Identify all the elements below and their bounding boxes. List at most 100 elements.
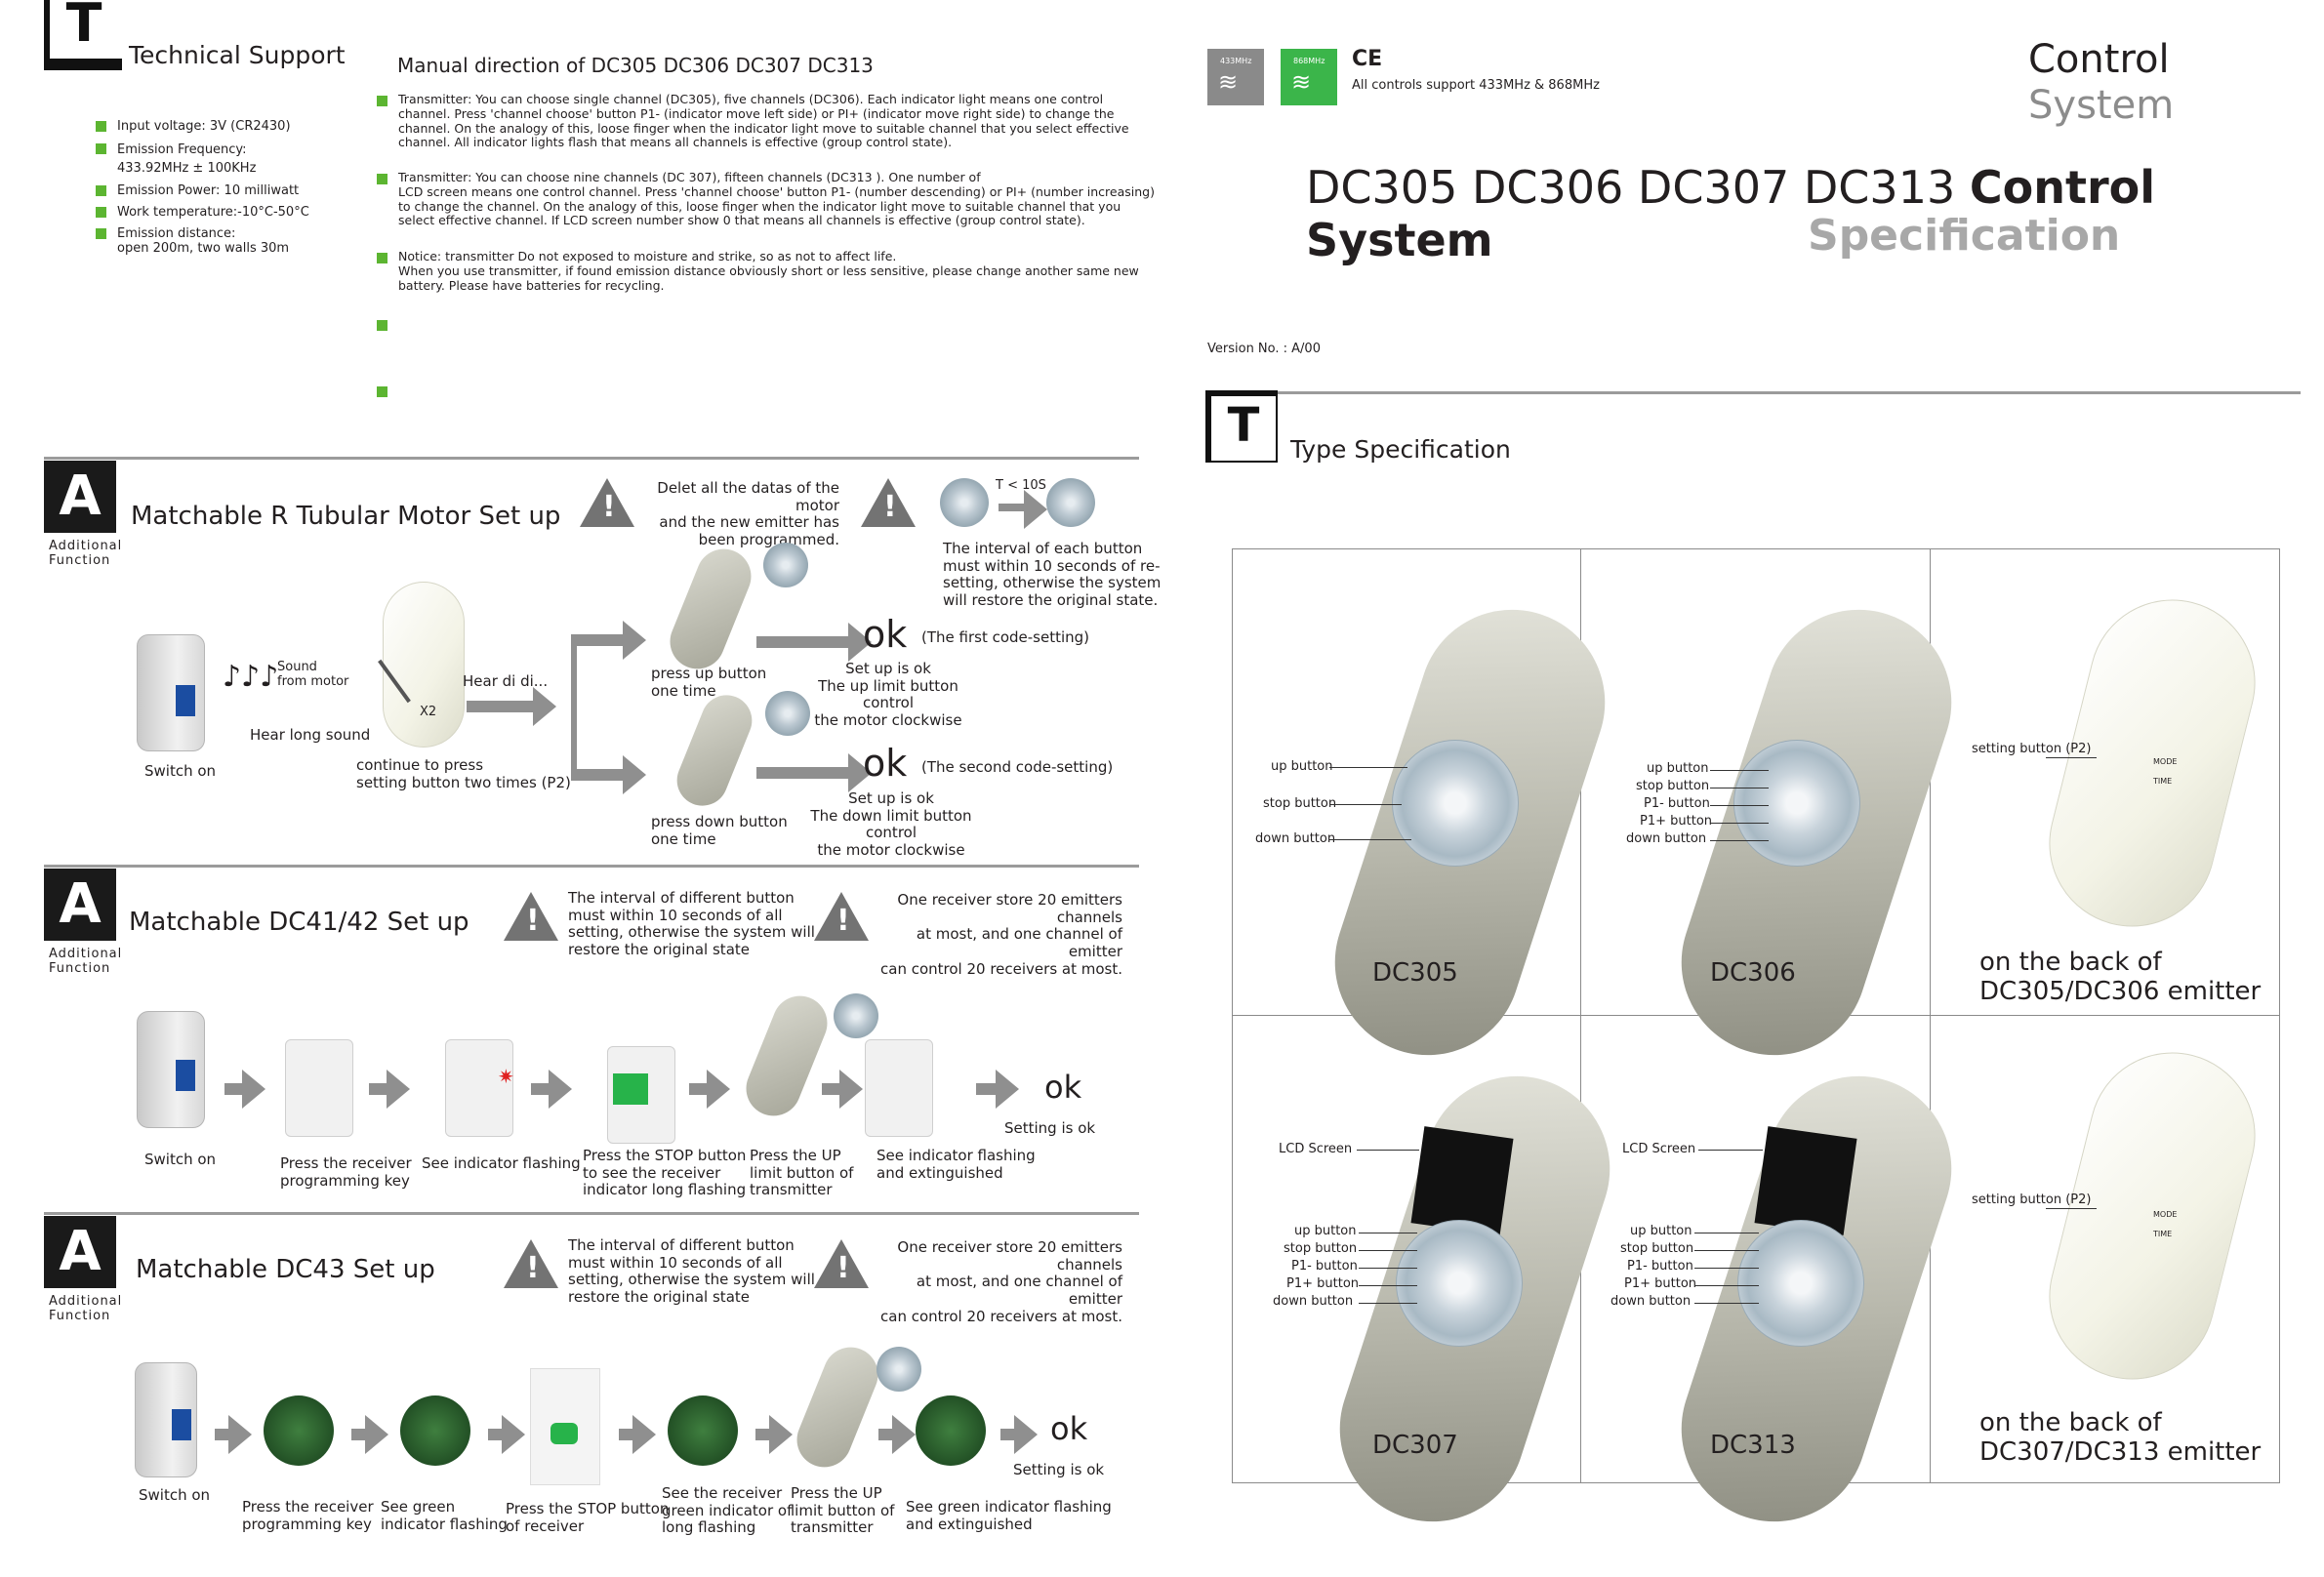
branch-line <box>571 634 577 781</box>
button-ring <box>1392 740 1519 867</box>
bullet-icon <box>377 96 387 106</box>
stop-button-green <box>613 1073 648 1105</box>
receiver-board <box>400 1395 470 1466</box>
button-label: P1+ button <box>1640 814 1713 829</box>
arrow-icon <box>878 1415 916 1454</box>
brand-title: Control System <box>2028 37 2324 129</box>
button-label: up button <box>1271 759 1333 774</box>
step-caption: See indicator flashing <box>422 1154 581 1172</box>
receiver-board <box>668 1395 738 1466</box>
warning-icon <box>504 1239 558 1288</box>
mark-label: MODE <box>2153 1210 2178 1219</box>
button-label: up button <box>1294 1224 1357 1238</box>
transmitter-up <box>662 541 759 677</box>
spec-item: Emission distance: open 200m, two walls … <box>117 226 290 257</box>
leader-line <box>1710 805 1769 806</box>
step-caption: See green indicator flashing <box>381 1498 508 1533</box>
stop-button-green <box>550 1423 578 1444</box>
cell-title: DC307 <box>1372 1431 1458 1460</box>
warning-icon <box>814 892 869 941</box>
leader-line <box>1329 804 1402 805</box>
first-code-caption: (The first code-setting) <box>921 628 1090 646</box>
manual-paragraph: Notice: transmitter Do not exposed to mo… <box>398 249 1139 293</box>
receiver-pad <box>445 1039 513 1137</box>
step-caption: Press the UP limit button of transmitter <box>791 1484 895 1537</box>
cell-title: DC313 <box>1710 1431 1796 1460</box>
step-caption: Press the STOP button to see the receive… <box>583 1147 747 1199</box>
button-label: down button <box>1255 831 1336 846</box>
button-label: P1- button <box>1644 796 1710 811</box>
leader-line <box>1359 1285 1417 1286</box>
section-divider <box>44 457 1139 460</box>
mark-label: TIME <box>2153 1230 2173 1238</box>
hear-di-caption: Hear di di... <box>463 672 549 690</box>
leader-line <box>1694 1268 1759 1269</box>
continue-caption: continue to press setting button two tim… <box>356 756 571 791</box>
button-ring <box>1396 1220 1523 1347</box>
leader-line <box>2046 1208 2097 1209</box>
leader-line <box>2046 757 2097 758</box>
warning-note: The interval of different button must wi… <box>568 1236 815 1307</box>
bullet-icon <box>96 143 106 154</box>
arrow-icon <box>369 1070 410 1109</box>
bullet-icon <box>96 185 106 196</box>
grid-line <box>1930 548 1931 1483</box>
transmitter <box>789 1339 886 1476</box>
button-label: down button <box>1273 1294 1354 1309</box>
leader-line <box>1329 839 1411 840</box>
leader-line <box>1694 1285 1759 1286</box>
button-ring <box>1737 1220 1864 1347</box>
warning-icon <box>814 1239 869 1288</box>
button-label: stop button <box>1263 796 1337 811</box>
switch-lever <box>172 1409 191 1440</box>
remote-disc-icon <box>1046 478 1095 527</box>
brand-word: Control <box>2028 37 2170 82</box>
remote-disc-icon <box>877 1347 921 1392</box>
arrow-icon <box>756 753 872 792</box>
switch-lever <box>176 1060 195 1091</box>
arrow-icon <box>224 1070 265 1109</box>
support-text: All controls support 433MHz & 868MHz <box>1352 78 1600 93</box>
ok-note: Setting is ok <box>1013 1461 1105 1478</box>
warning-note: The interval of different button must wi… <box>568 889 815 959</box>
mark-label: TIME <box>2153 777 2173 786</box>
press-count: X2 <box>420 705 437 719</box>
leader-line <box>1359 1268 1417 1269</box>
transmitter <box>738 988 836 1124</box>
doc-title: DC305 DC306 DC307 DC313 Control System <box>1306 161 2324 267</box>
button-label: stop button <box>1636 779 1710 793</box>
leader-line <box>1359 1303 1417 1304</box>
switch-lever <box>176 685 195 716</box>
tech-badge: T <box>44 0 122 70</box>
button-label: setting button (P2) <box>1972 742 2092 756</box>
section-subtitle: Additional Function <box>49 539 123 569</box>
leader-line <box>1357 1150 1419 1151</box>
leader-line <box>1710 840 1769 841</box>
remote-disc-icon <box>834 993 878 1038</box>
spec-item: Emission Frequency: 433.92MHz ± 100KHz <box>117 142 257 176</box>
leader-line <box>1694 1250 1759 1251</box>
press-down-caption: press down button one time <box>651 813 788 848</box>
step-caption: Press the STOP button of receiver <box>506 1500 670 1535</box>
arrow-icon <box>576 621 646 660</box>
ok-label: ok <box>863 613 908 656</box>
sound-caption: Sound from motor <box>277 660 349 690</box>
bullet-icon <box>377 320 387 331</box>
button-label: P1+ button <box>1624 1276 1697 1291</box>
button-label: P1- button <box>1291 1259 1358 1274</box>
section-subtitle: Additional Function <box>49 947 123 977</box>
arrow-icon <box>531 1070 572 1109</box>
warning-icon <box>580 478 634 527</box>
section-divider <box>44 865 1139 868</box>
arrow-icon <box>999 490 1047 529</box>
button-ring <box>1733 740 1860 867</box>
cell-title: DC305 <box>1372 958 1458 988</box>
warning-note: One receiver store 20 emitters channels … <box>880 1238 1122 1325</box>
arrow-icon <box>1000 1415 1038 1454</box>
hear-long-caption: Hear long sound <box>250 726 371 744</box>
button-label: P1+ button <box>1286 1276 1360 1291</box>
bullet-icon <box>377 253 387 263</box>
section-badge: A <box>44 461 116 533</box>
bullet-icon <box>96 121 106 132</box>
leader-line <box>1698 1150 1763 1151</box>
